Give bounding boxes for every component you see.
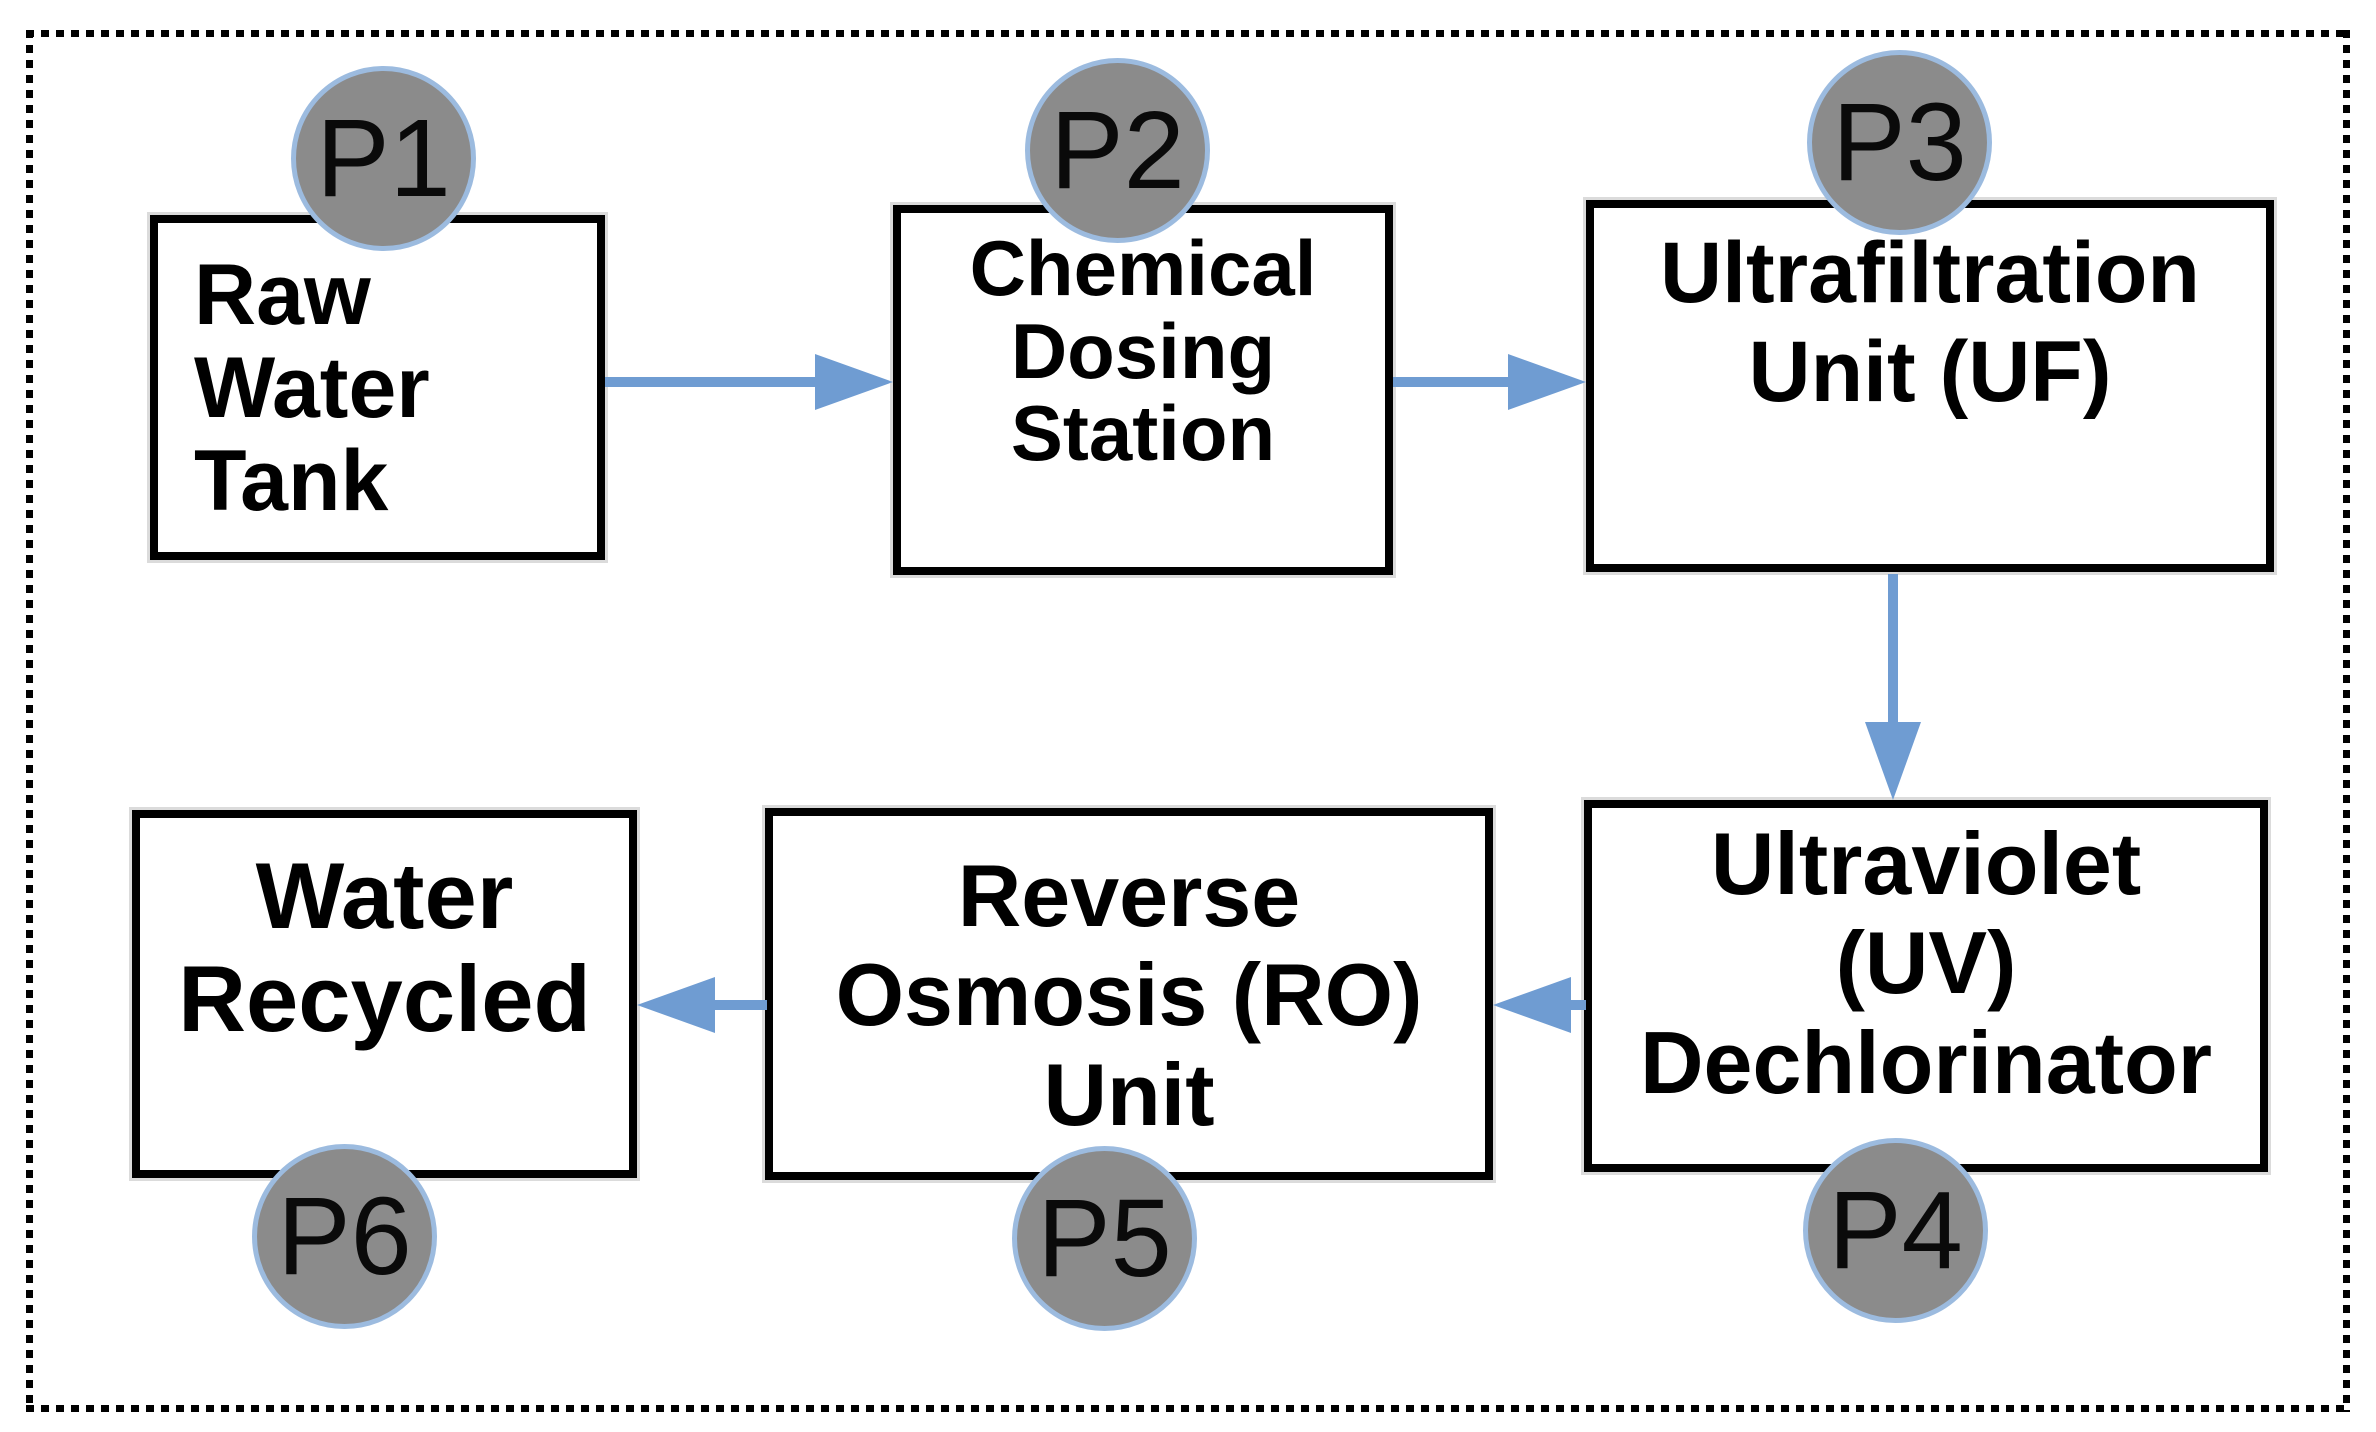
badge-p1: P1 [291, 66, 476, 251]
badge-p1-text: P1 [316, 97, 451, 220]
node-ultrafiltration-unit: Ultrafiltration Unit (UF) [1586, 200, 2274, 572]
arrow-p1-p2-arrowhead-icon [815, 354, 893, 410]
node-raw-water-tank-label: Raw Water Tank [194, 247, 430, 529]
badge-p5-text: P5 [1037, 1177, 1172, 1300]
badge-p6-text: P6 [277, 1175, 412, 1298]
node-reverse-osmosis-unit-label: Reverse Osmosis (RO) Unit [835, 846, 1423, 1144]
arrow-p4-p5-shaft [1569, 1000, 1586, 1010]
badge-p6: P6 [252, 1144, 437, 1329]
node-reverse-osmosis-unit: Reverse Osmosis (RO) Unit [765, 808, 1493, 1180]
badge-p2-text: P2 [1050, 89, 1185, 212]
node-raw-water-tank: Raw Water Tank [150, 215, 605, 560]
arrow-p4-p5-arrowhead-icon [1493, 977, 1571, 1033]
badge-p4: P4 [1803, 1138, 1988, 1323]
node-uv-dechlorinator-label: Ultraviolet (UV) Dechlorinator [1639, 814, 2213, 1112]
node-chemical-dosing-station: Chemical Dosing Station [893, 205, 1393, 575]
node-ultrafiltration-unit-label: Ultrafiltration Unit (UF) [1660, 225, 2200, 420]
badge-p2: P2 [1025, 58, 1210, 243]
arrow-p2-p3-shaft [1393, 377, 1510, 387]
node-chemical-dosing-station-label: Chemical Dosing Station [969, 224, 1317, 478]
arrow-p5-p6-shaft [713, 1000, 767, 1010]
badge-p5: P5 [1012, 1146, 1197, 1331]
node-water-recycled-label: Water Recycled [178, 843, 591, 1052]
badge-p3-text: P3 [1832, 81, 1967, 204]
badge-p3: P3 [1807, 50, 1992, 235]
arrow-p5-p6-arrowhead-icon [637, 977, 715, 1033]
arrow-p3-p4-arrowhead-icon [1865, 722, 1921, 800]
node-water-recycled: Water Recycled [132, 810, 637, 1178]
node-uv-dechlorinator: Ultraviolet (UV) Dechlorinator [1584, 800, 2268, 1172]
arrow-p3-p4-shaft [1888, 574, 1898, 724]
arrow-p2-p3-arrowhead-icon [1508, 354, 1586, 410]
badge-p4-text: P4 [1828, 1169, 1963, 1292]
arrow-p1-p2-shaft [605, 377, 817, 387]
